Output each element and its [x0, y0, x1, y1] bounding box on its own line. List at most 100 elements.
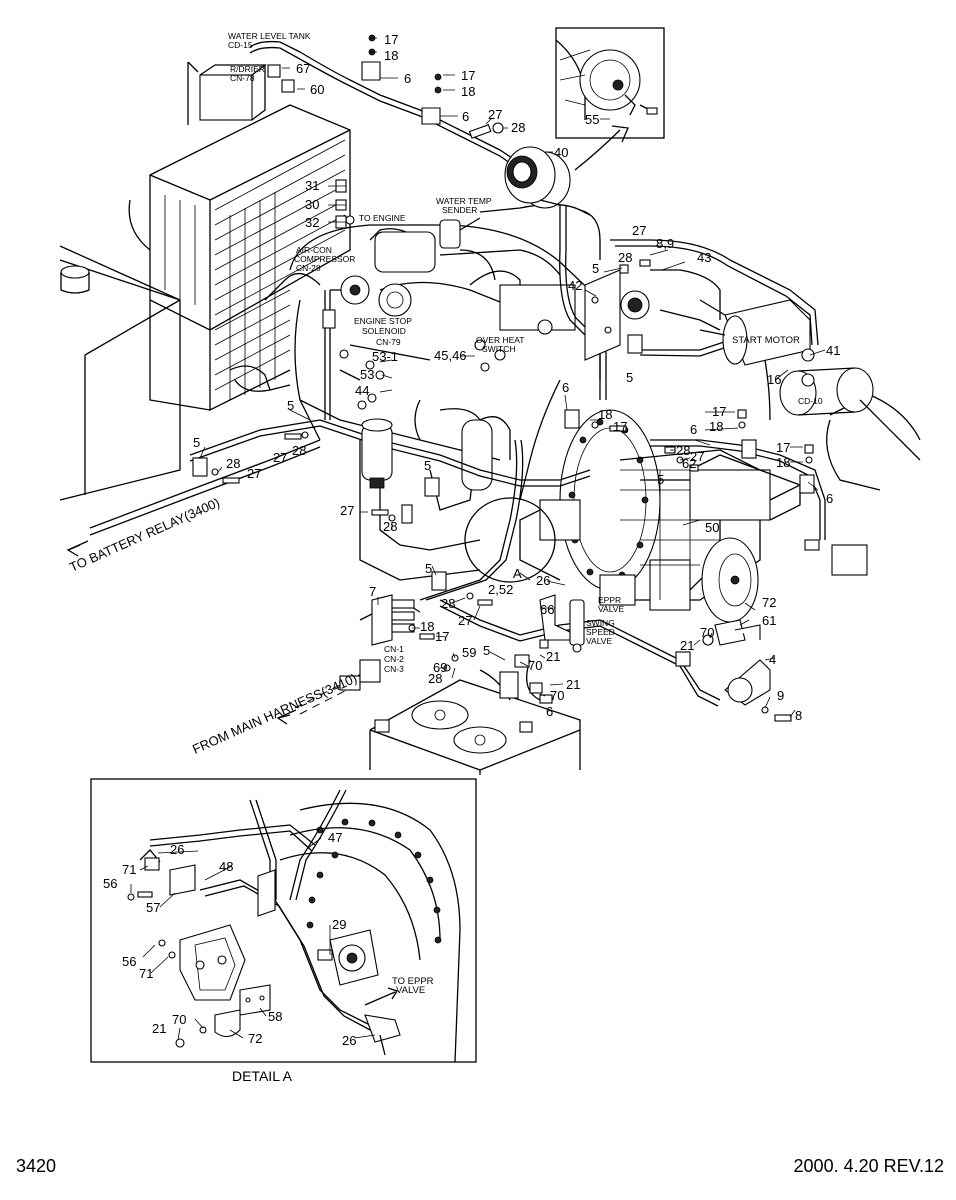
detail-callout-26: 26 [342, 1033, 356, 1048]
callout-17: 17 [435, 629, 449, 644]
detail-callout-56: 56 [122, 954, 136, 969]
label-to-eppr: TO EPPR [392, 976, 434, 987]
detail-callout-29: 29 [332, 917, 346, 932]
callout-67: 67 [296, 61, 310, 76]
radiator [128, 61, 351, 412]
callout-6: 6 [690, 422, 697, 437]
label-cn2: CN-2 [384, 654, 404, 664]
callout-8-9: 8,9 [656, 236, 674, 251]
label-over-heat: OVER HEAT [476, 335, 525, 345]
engine-stop-solenoid [361, 418, 393, 489]
callout-16: 16 [767, 372, 781, 387]
callout-28: 28 [618, 250, 632, 265]
callout-43: 43 [697, 250, 711, 265]
callout-17: 17 [384, 32, 398, 47]
callout-21: 21 [680, 638, 694, 653]
callout-18: 18 [384, 48, 398, 63]
callout-27: 27 [632, 223, 646, 238]
callout-2-52: 2,52 [488, 582, 513, 597]
detail-callout-58: 58 [268, 1009, 282, 1024]
detail-callout-21: 21 [152, 1021, 166, 1036]
label-cd15: CD-15 [228, 40, 253, 50]
callout-70: 70 [700, 625, 714, 640]
callout-27: 27 [690, 449, 704, 464]
label-speed: SPEED [586, 627, 615, 637]
detail-callout-71: 71 [139, 966, 153, 981]
callout-30: 30 [305, 197, 319, 212]
detail-callout-72: 72 [248, 1031, 262, 1046]
callout-28: 28 [511, 120, 525, 135]
callout-28: 28 [676, 443, 690, 458]
callout-numbers: 17 18 6 67 60 17 18 6 27 28 40 55 31 30 … [103, 32, 840, 1048]
label-start-motor: START MOTOR [732, 335, 800, 346]
direction-arrows [66, 540, 297, 725]
callout-21: 21 [566, 677, 580, 692]
callout-59: 59 [462, 645, 476, 660]
label-eppr: EPPR [598, 595, 621, 605]
callout-28: 28 [226, 456, 240, 471]
callout-72: 72 [762, 595, 776, 610]
callout-31: 31 [305, 178, 319, 193]
detail-callout-70: 70 [172, 1012, 186, 1027]
hydraulic-pump [519, 409, 761, 623]
label-rdrier: R/DRIER [230, 64, 265, 74]
callout-7: 7 [369, 584, 376, 599]
callout-6: 6 [826, 491, 833, 506]
callout-60: 60 [310, 82, 324, 97]
label-aircon: AIR-CON [296, 245, 332, 255]
water-temp-sender [439, 217, 481, 249]
callout-6: 6 [404, 71, 411, 86]
harness-lines [89, 40, 826, 715]
hydraulic-tank [59, 245, 181, 501]
detail-callout-48: 48 [219, 859, 233, 874]
callout-17: 17 [776, 440, 790, 455]
revision-info: 2000. 4.20 REV.12 [793, 1156, 944, 1176]
callout-61: 61 [762, 613, 776, 628]
callout-41: 41 [826, 343, 840, 358]
label-to-engine: TO ENGINE [359, 213, 406, 223]
callout-6: 6 [546, 704, 553, 719]
hardware-parts [192, 34, 868, 722]
start-motor-sensor [504, 146, 571, 209]
callout-6: 6 [562, 380, 569, 395]
callout-50: 50 [705, 520, 719, 535]
callout-28: 28 [441, 596, 455, 611]
callout-27: 27 [273, 450, 287, 465]
label-cd10: CD-10 [798, 396, 823, 406]
aircon-compressor [322, 275, 370, 329]
callout-18: 18 [461, 84, 475, 99]
inset-box [555, 27, 665, 171]
callout-5: 5 [425, 561, 432, 576]
label-cn78: CN-78 [230, 73, 255, 83]
callout-5: 5 [592, 261, 599, 276]
callout-27: 27 [247, 466, 261, 481]
detail-callout-47: 47 [328, 830, 342, 845]
callout-62: 62 [682, 456, 696, 471]
callout-5: 5 [483, 643, 490, 658]
label-engine-stop: ENGINE STOP [354, 316, 412, 326]
callout-17: 17 [613, 419, 627, 434]
callout-21: 21 [546, 649, 560, 664]
engine [229, 224, 601, 581]
callout-27: 27 [458, 613, 472, 628]
label-sender: SENDER [442, 205, 477, 215]
callout-26: 26 [536, 573, 550, 588]
callout-28: 28 [292, 443, 306, 458]
callout-A: A [513, 566, 522, 581]
callout-8: 8 [795, 708, 802, 723]
callout-69: 69 [433, 660, 447, 675]
callout-6: 6 [462, 109, 469, 124]
label-cn3: CN-3 [384, 664, 404, 674]
label-water-temp: WATER TEMP [436, 196, 492, 206]
callout-18: 18 [709, 419, 723, 434]
label-solenoid: SOLENOID [362, 326, 406, 336]
callout-5: 5 [193, 435, 200, 450]
callout-40: 40 [554, 145, 568, 160]
callout-18: 18 [776, 455, 790, 470]
callout-27: 27 [488, 107, 502, 122]
callout-5: 5 [626, 370, 633, 385]
label-water-level-tank: WATER LEVEL TANK [228, 31, 311, 41]
detail-callout-56: 56 [103, 876, 117, 891]
callout-17: 17 [712, 404, 726, 419]
